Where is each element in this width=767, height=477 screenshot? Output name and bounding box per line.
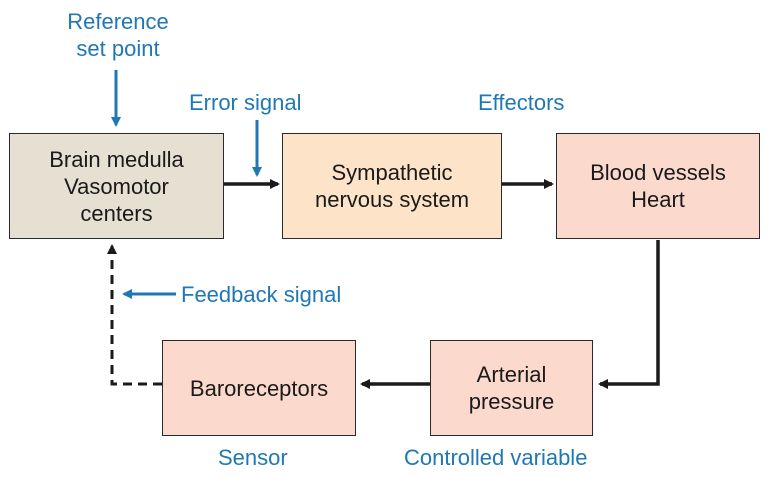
medulla-box: Brain medulla Vasomotor centers (9, 133, 224, 239)
vessels-line-1: Blood vessels (590, 160, 726, 185)
pressure-line-2: pressure (468, 389, 555, 414)
sensor-label: Sensor (218, 445, 288, 470)
reference-line-1: Reference (67, 9, 169, 34)
pressure-line-1: Arterial (476, 362, 547, 387)
baroreceptors-box: Baroreceptors (162, 340, 356, 436)
pressure-box: Arterial pressure (430, 340, 593, 436)
medulla-line-2: Vasomotor (64, 173, 169, 199)
sympathetic-box: Sympathetic nervous system (282, 133, 502, 239)
reference-set-point-label: Reference set point (58, 8, 178, 62)
baroreceptors-line-1: Baroreceptors (189, 375, 329, 401)
error-signal-label: Error signal (189, 90, 302, 115)
arrow-vessels-to-pressure (598, 240, 660, 389)
medulla-line-1: Brain medulla (49, 146, 184, 172)
feedback-signal-label: Feedback signal (181, 282, 342, 307)
sympathetic-line-2: nervous system (314, 187, 470, 212)
effectors-label: Effectors (478, 90, 565, 115)
vessels-box: Blood vessels Heart (556, 133, 760, 239)
vessels-line-2: Heart (631, 187, 685, 212)
medulla-line-3: centers (80, 200, 153, 226)
controlled-variable-label: Controlled variable (404, 445, 588, 470)
reference-line-2: set point (76, 36, 160, 61)
sympathetic-line-1: Sympathetic (331, 160, 453, 185)
feedback-dashed-arrow (107, 244, 162, 386)
